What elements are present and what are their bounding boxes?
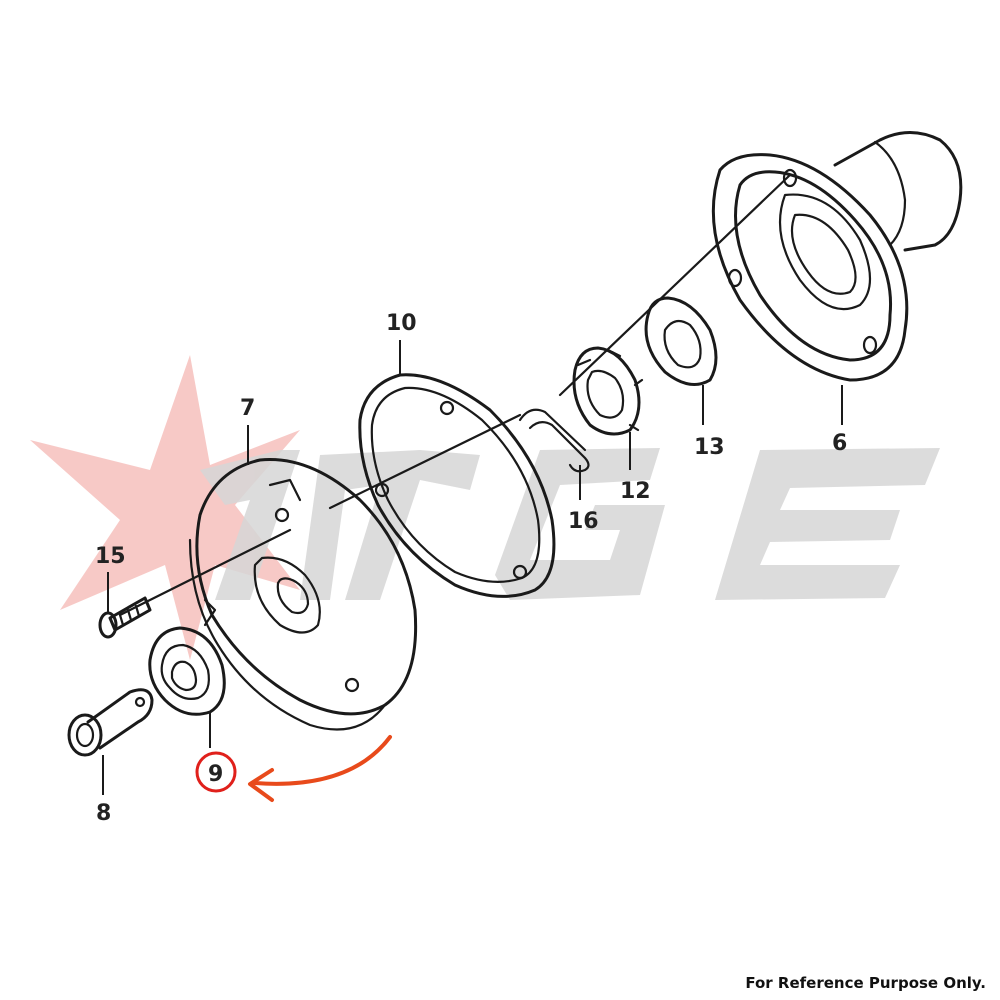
- assembly-axis-line: [118, 173, 792, 617]
- part-label-13: 13: [694, 435, 725, 460]
- part-label-8: 8: [96, 801, 111, 826]
- seal-part-9: [148, 626, 226, 716]
- part-label-7: 7: [240, 396, 255, 421]
- washer-part-13: [644, 296, 718, 386]
- part-label-6: 6: [832, 431, 847, 456]
- part-label-16: 16: [568, 509, 599, 534]
- leader-lines: [102, 340, 843, 795]
- housing-part-6: [711, 131, 963, 382]
- part-label-12: 12: [620, 479, 651, 504]
- cover-part-7: [188, 458, 418, 731]
- spindle-part-8: [67, 688, 154, 757]
- watermark-star-icon: [30, 355, 300, 660]
- part-label-10: 10: [386, 311, 417, 336]
- part-label-15: 15: [95, 544, 126, 569]
- highlight-circle: [195, 751, 237, 793]
- part-label-9: 9: [208, 762, 223, 787]
- reference-note: For Reference Purpose Only.: [745, 974, 986, 992]
- castle-nut-part-12: [572, 346, 644, 436]
- split-pin-part-16: [518, 408, 590, 473]
- screw-part-15: [98, 596, 152, 639]
- gasket-part-10: [358, 373, 556, 598]
- highlight-arrow-icon: [248, 735, 392, 802]
